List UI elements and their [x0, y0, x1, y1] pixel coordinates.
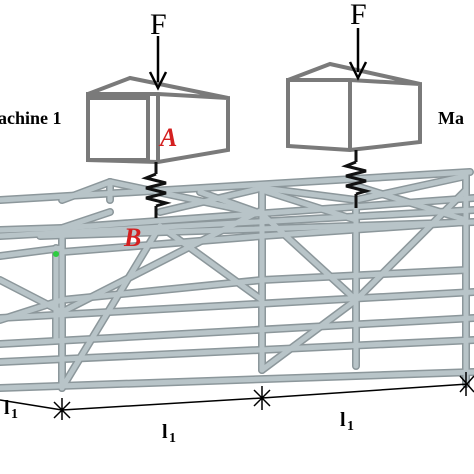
spring-left-coil [141, 172, 172, 208]
truss-member [259, 211, 359, 303]
truss-member [157, 185, 265, 215]
spring-right-coil [341, 160, 372, 196]
space-truss-frame [0, 168, 474, 392]
truss-member [259, 297, 359, 373]
truss-member [59, 277, 265, 303]
point-a-label: A [158, 123, 177, 152]
truss-member [107, 179, 265, 217]
dim-tick-2 [253, 386, 271, 410]
svg-text:1: 1 [347, 419, 354, 434]
force-label-right: F [350, 0, 367, 31]
truss-member [59, 223, 163, 391]
force-arrow-right [348, 28, 368, 81]
spring-left [141, 162, 172, 218]
truss-member [259, 185, 359, 203]
machine-right [286, 61, 422, 153]
machine-left-box-outline [86, 75, 230, 165]
force-label-left: F [150, 8, 167, 41]
truss-member [197, 189, 265, 217]
truss-member [59, 209, 113, 231]
truss-member [259, 219, 469, 239]
svg-text:1: 1 [11, 407, 18, 422]
dim-label-right: l 1 [340, 409, 354, 434]
truss-member [353, 183, 469, 223]
machine-left [86, 75, 230, 165]
dim-label-left: l 1 [4, 397, 18, 422]
truss-member [353, 173, 469, 203]
machine-right-box-outline [286, 61, 422, 153]
truss-member [259, 267, 469, 283]
truss-member [0, 297, 65, 323]
truss-member [0, 289, 474, 321]
machine-right-label: Ma [438, 108, 464, 128]
dimension-lines [0, 372, 474, 420]
truss-member [259, 187, 359, 223]
svg-text:l: l [340, 409, 346, 431]
truss-member [157, 223, 265, 303]
dim-tick-3 [459, 372, 474, 396]
truss-member [0, 315, 474, 347]
truss-member [0, 245, 65, 259]
machine-left-label: achine 1 [0, 108, 62, 128]
node-marker [53, 251, 59, 257]
truss-member [59, 233, 265, 255]
machine-left-box-front [86, 96, 150, 162]
truss-member [353, 187, 469, 303]
truss-member [0, 277, 65, 315]
spring-right [341, 150, 372, 208]
dim-tick-1 [53, 398, 71, 420]
truss-member [0, 225, 65, 233]
svg-text:1: 1 [169, 431, 176, 446]
truss-member [0, 369, 474, 391]
dim-label-middle: l 1 [162, 421, 176, 446]
truss-member [59, 179, 113, 203]
svg-text:l: l [4, 397, 10, 419]
point-b-label: B [123, 223, 141, 252]
force-arrow-left [148, 36, 168, 91]
svg-text:l: l [162, 421, 168, 443]
